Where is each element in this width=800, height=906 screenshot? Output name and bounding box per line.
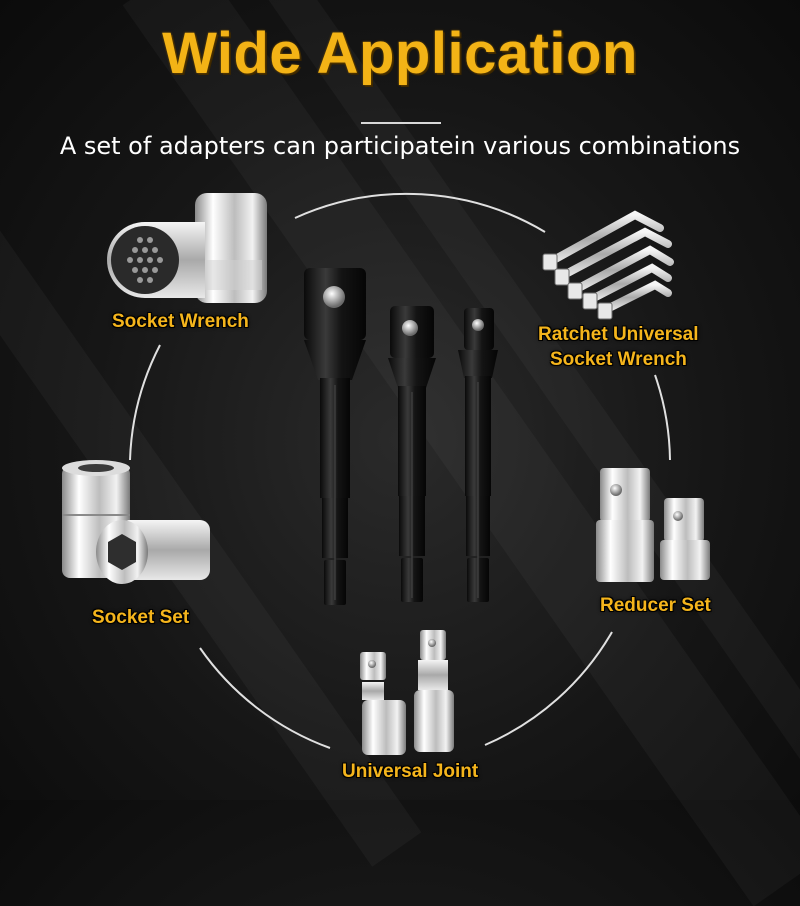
page-title: Wide Application xyxy=(162,21,638,86)
label-reducer-set: Reducer Set xyxy=(600,595,711,616)
socket-set-image xyxy=(62,460,210,584)
label-ratchet-universal-line1: Ratchet Universal xyxy=(538,324,699,345)
label-socket-set: Socket Set xyxy=(92,607,190,628)
impact-adapter-small xyxy=(458,308,498,602)
ratchet-universal-wrench-image xyxy=(542,210,674,320)
impact-adapter-medium xyxy=(388,306,436,602)
divider xyxy=(361,122,441,124)
label-socket-wrench: Socket Wrench xyxy=(112,311,249,332)
product-illustration xyxy=(62,192,710,755)
universal-joint-image xyxy=(360,630,454,755)
label-universal-joint: Universal Joint xyxy=(342,761,479,782)
label-ratchet-universal-line2: Socket Wrench xyxy=(550,349,687,370)
reducer-set-image xyxy=(596,468,710,582)
page-subtitle: A set of adapters can participatein vari… xyxy=(59,132,741,160)
connector-circle xyxy=(129,192,671,749)
socket-wrench-image xyxy=(107,193,267,303)
impact-adapter-large xyxy=(304,268,366,605)
